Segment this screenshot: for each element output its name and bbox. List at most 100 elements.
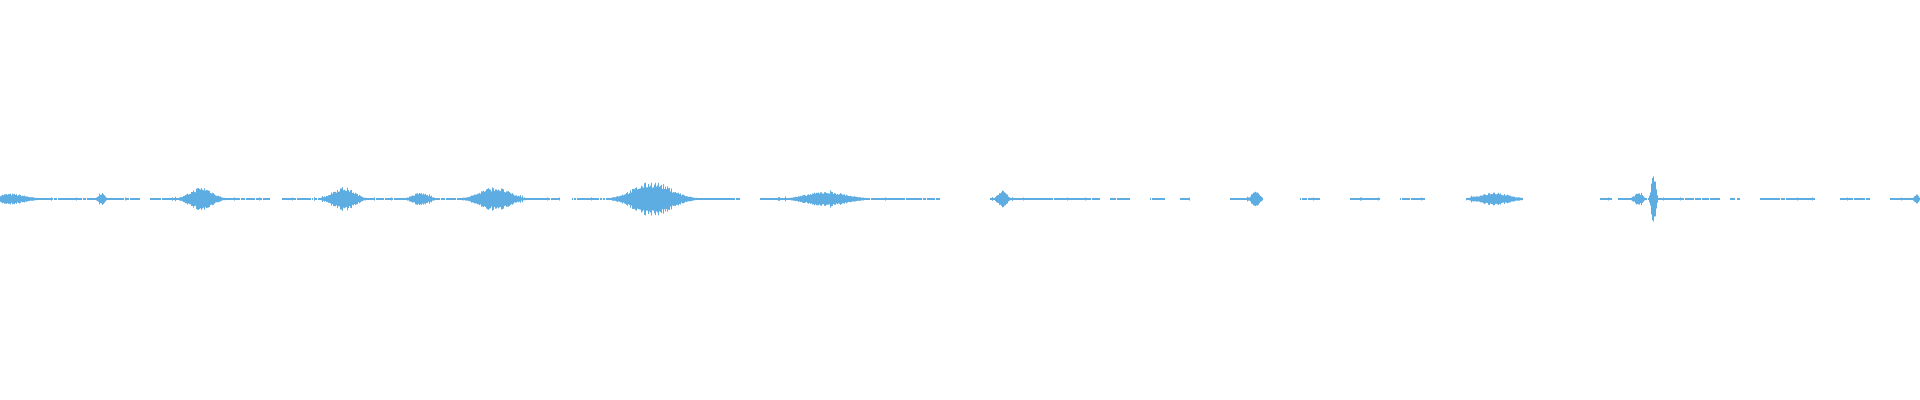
waveform-bar bbox=[896, 198, 897, 200]
waveform-bar bbox=[228, 198, 229, 200]
waveform-bar bbox=[182, 197, 183, 202]
waveform-bar bbox=[632, 189, 633, 209]
waveform-bar bbox=[772, 198, 773, 200]
waveform-bar bbox=[1239, 198, 1240, 200]
waveform-bar bbox=[199, 189, 200, 209]
waveform-bar bbox=[198, 188, 199, 210]
waveform-bar bbox=[332, 193, 333, 205]
waveform-bar bbox=[540, 198, 541, 200]
waveform-bar bbox=[75, 198, 76, 200]
waveform-bar bbox=[587, 198, 588, 200]
waveform-bar bbox=[257, 198, 258, 200]
waveform-bar bbox=[698, 198, 699, 200]
waveform-bar bbox=[554, 198, 555, 200]
waveform-bar bbox=[236, 198, 237, 200]
waveform-bar bbox=[1099, 198, 1100, 200]
waveform-bar bbox=[282, 198, 283, 200]
waveform-bar bbox=[1641, 192, 1642, 206]
waveform-bar bbox=[266, 198, 267, 200]
waveform-bar bbox=[1042, 198, 1043, 200]
waveform-bar bbox=[603, 198, 604, 200]
waveform-bar bbox=[30, 197, 31, 201]
waveform-bar bbox=[880, 198, 881, 200]
waveform-bar bbox=[107, 198, 108, 200]
waveform-bar bbox=[119, 198, 120, 200]
waveform-bar bbox=[1814, 198, 1815, 200]
waveform-bar bbox=[23, 196, 24, 202]
waveform-bar bbox=[1094, 198, 1095, 200]
waveform-bar bbox=[1063, 198, 1064, 200]
waveform-bar bbox=[1248, 197, 1249, 201]
waveform-bar bbox=[400, 198, 401, 200]
waveform-bar bbox=[854, 196, 855, 202]
waveform-bar bbox=[1312, 198, 1313, 200]
waveform-bar bbox=[441, 198, 442, 200]
waveform-bar bbox=[1306, 198, 1307, 200]
waveform-bar bbox=[1789, 198, 1790, 200]
waveform-bar bbox=[891, 198, 892, 200]
waveform-bar bbox=[918, 198, 919, 200]
waveform-bar bbox=[483, 190, 484, 208]
waveform-bar bbox=[476, 194, 477, 204]
waveform-bar bbox=[389, 198, 390, 200]
waveform-bar bbox=[866, 198, 867, 200]
waveform-bar bbox=[1237, 198, 1238, 200]
waveform-bar bbox=[523, 197, 524, 201]
waveform-bar bbox=[358, 196, 359, 203]
waveform-bar bbox=[378, 198, 379, 200]
waveform-bar bbox=[1899, 198, 1900, 200]
waveform-bar bbox=[731, 198, 732, 200]
waveform-bar bbox=[622, 194, 623, 204]
waveform-bar bbox=[687, 196, 688, 202]
waveform-bar bbox=[1807, 198, 1808, 200]
waveform-bar bbox=[1122, 198, 1123, 200]
waveform-bar bbox=[1639, 193, 1640, 205]
waveform-bar bbox=[359, 194, 360, 204]
waveform-bar bbox=[99, 193, 100, 205]
waveform-bar bbox=[369, 198, 370, 200]
waveform-bar bbox=[1777, 198, 1778, 200]
waveform-bar bbox=[259, 197, 260, 201]
waveform-bar bbox=[928, 198, 929, 200]
waveform-bar bbox=[722, 198, 723, 200]
waveform-bar bbox=[89, 198, 90, 200]
waveform-bar bbox=[527, 198, 528, 200]
waveform-bar bbox=[1365, 198, 1366, 200]
waveform-bar bbox=[1074, 198, 1075, 200]
waveform-bar bbox=[781, 198, 782, 200]
waveform-bar bbox=[1675, 198, 1676, 200]
waveform-bar bbox=[667, 186, 668, 212]
waveform-bar bbox=[1910, 198, 1911, 200]
waveform-bar bbox=[260, 198, 261, 200]
waveform-bar bbox=[1739, 198, 1740, 200]
waveform-bar bbox=[796, 197, 797, 201]
waveform-bar bbox=[111, 198, 112, 200]
waveform-bar bbox=[1152, 198, 1153, 200]
waveform-bar bbox=[1046, 198, 1047, 200]
waveform-bar bbox=[321, 197, 322, 201]
waveform-bar bbox=[1113, 198, 1114, 200]
waveform-bar bbox=[1157, 198, 1158, 200]
waveform-bar bbox=[708, 198, 709, 200]
waveform-bar bbox=[1080, 198, 1081, 200]
waveform-bar bbox=[842, 194, 843, 204]
waveform-bar bbox=[196, 188, 197, 210]
waveform-bar bbox=[1501, 194, 1502, 204]
waveform-bar bbox=[36, 197, 37, 201]
waveform-bar bbox=[104, 195, 105, 203]
waveform-bar bbox=[929, 198, 930, 200]
waveform-bar bbox=[1050, 198, 1051, 200]
waveform-bar bbox=[1767, 198, 1768, 200]
waveform-bar bbox=[410, 196, 411, 202]
waveform-bar bbox=[1864, 198, 1865, 200]
waveform-bar bbox=[1913, 197, 1914, 201]
waveform-bar bbox=[293, 198, 294, 200]
waveform-bar bbox=[340, 188, 341, 210]
waveform-bar bbox=[1762, 198, 1763, 200]
waveform-bar bbox=[1713, 198, 1714, 200]
waveform-bar bbox=[43, 198, 44, 200]
waveform-bar bbox=[809, 195, 810, 203]
waveform-bar bbox=[717, 198, 718, 200]
waveform-bar bbox=[597, 198, 598, 200]
